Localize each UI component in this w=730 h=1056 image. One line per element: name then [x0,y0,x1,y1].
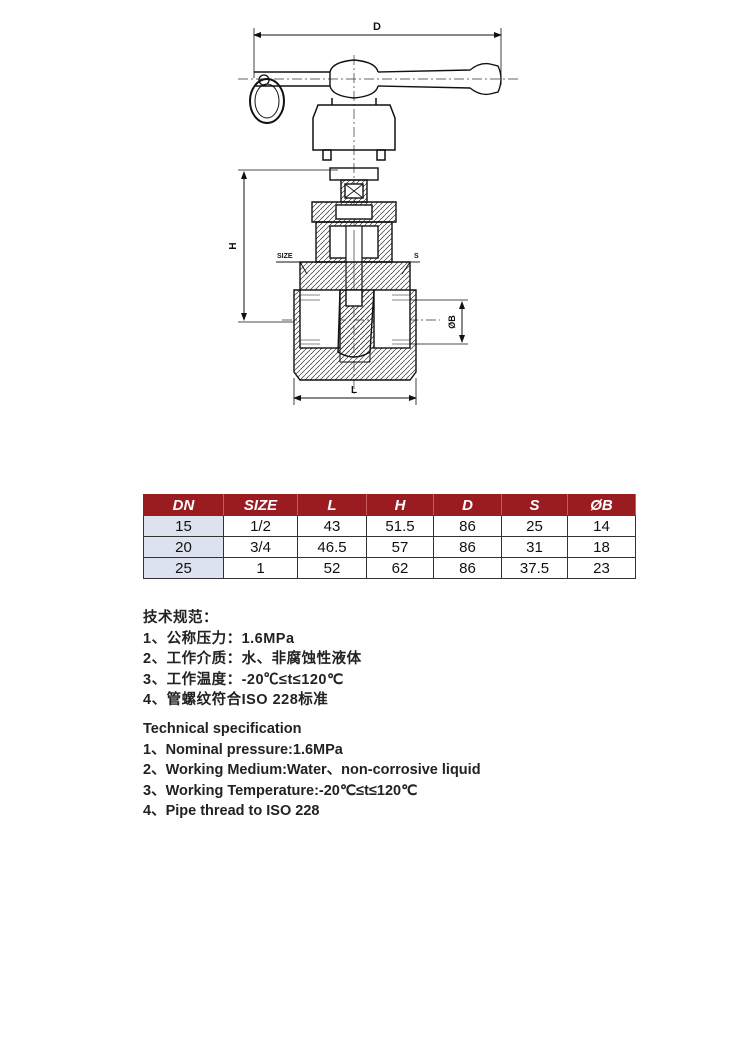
table-cell: 23 [567,557,636,579]
table-row: 20 3/4 46.5 57 86 31 18 [143,536,636,558]
handle-lever [249,59,502,124]
dimension-l [293,378,417,405]
dimension-h [238,169,338,323]
table-cell: 37.5 [501,557,568,579]
table-row: 15 1/2 43 51.5 86 25 14 [143,515,636,537]
dim-label-d: D [373,21,381,33]
table-cell: 86 [433,557,502,579]
dim-label-b: ØB [447,315,457,329]
table-cell: 86 [433,536,502,558]
header-h: H [366,494,434,516]
spec-en-title: Technical specification [143,721,302,737]
label-size: SIZE [277,253,293,260]
table-cell: 20 [143,536,224,558]
spec-english: Technical specification 1、Nominal pressu… [143,719,481,822]
table-cell: 51.5 [366,515,434,537]
header-d: D [433,494,502,516]
table-cell: 31 [501,536,568,558]
header-size: SIZE [223,494,298,516]
table-cell: 46.5 [297,536,367,558]
leader-size [276,261,308,275]
header-b: ØB [567,494,636,516]
table-cell: 1/2 [223,515,298,537]
spec-cn-line: 2、工作介质：水、非腐蚀性液体 [143,651,362,667]
gate-valve-drawing: D [228,21,520,405]
header-l: L [297,494,367,516]
handwheel [312,98,396,161]
spec-en-line: 1、Nominal pressure:1.6MPa [143,741,343,758]
dimension-b [410,299,468,345]
table-cell: 25 [143,557,224,579]
spec-cn-line: 1、公称压力：1.6MPa [143,630,295,647]
dim-label-h: H [228,242,239,249]
table-cell: 25 [501,515,568,537]
table-cell: 57 [366,536,434,558]
spec-en-line: 3、Working Temperature:-20℃≤t≤120℃ [143,782,418,799]
dimension-d [253,28,502,85]
header-dn: DN [143,494,224,516]
table-cell: 18 [567,536,636,558]
table-cell: 62 [366,557,434,579]
label-s: S [414,253,419,260]
spec-cn-line: 3、工作温度：-20℃≤t≤120℃ [143,671,344,688]
table-header-row: DN SIZE L H D S ØB [143,494,636,516]
table-cell: 15 [143,515,224,537]
table-cell: 14 [567,515,636,537]
dimension-table: DN SIZE L H D S ØB 15 1/2 43 51.5 86 25 … [143,494,636,579]
leader-s [401,261,420,275]
dim-label-l: L [351,385,357,396]
header-s: S [501,494,568,516]
valve-body [293,167,417,381]
table-cell: 1 [223,557,298,579]
table-row: 25 1 52 62 86 37.5 23 [143,557,636,579]
spec-cn-title: 技术规范： [143,610,218,626]
table-cell: 43 [297,515,367,537]
spec-chinese: 技术规范： 1、公称压力：1.6MPa 2、工作介质：水、非腐蚀性液体 3、工作… [143,608,362,711]
spec-cn-line: 4、管螺纹符合ISO 228标准 [143,692,329,708]
table-cell: 86 [433,515,502,537]
spec-en-line: 2、Working Medium:Water、non-corrosive liq… [143,762,481,778]
table-cell: 52 [297,557,367,579]
table-cell: 3/4 [223,536,298,558]
spec-en-line: 4、Pipe thread to ISO 228 [143,803,320,819]
